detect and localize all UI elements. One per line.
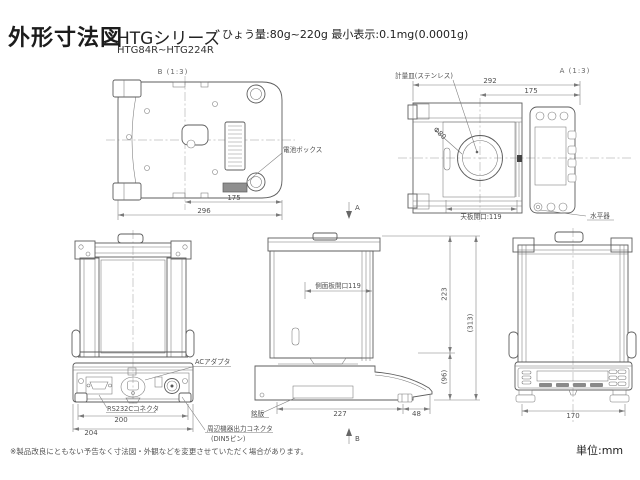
right-door-handle-front: [626, 331, 637, 359]
peripheral-connector-callout: 周辺機器出力コネクタ (DIN5ピン): [181, 396, 273, 443]
top-view-dimensions: 292 175 天板開口:119: [412, 77, 581, 221]
nameplate-callout: 銘版: [251, 397, 296, 418]
side-view-base: [254, 365, 433, 403]
side-view-shield: [267, 232, 381, 365]
bottom-view-dimensions: 175 296: [117, 194, 283, 220]
dim-96: (96): [441, 370, 449, 385]
top-view-drawing: 計量皿(ステンレス) Φ80 292 175 天板開口:119 水平器 A (1…: [395, 67, 633, 222]
section-b-label: B: [355, 435, 360, 443]
top-view-body: [407, 102, 577, 214]
dim-296-bottom: 296: [197, 207, 211, 215]
side-view-height-dimensions: 223 (96) (313): [382, 235, 480, 401]
level-label: 水平器: [590, 211, 610, 220]
level-bubble: [533, 202, 543, 212]
dim-200: 200: [114, 416, 127, 424]
front-view-drawing: 170: [508, 228, 637, 422]
disclaimer-note: ※製品改良にともない予告なく寸法図・外観などを変更させていただく場合があります。: [10, 447, 309, 456]
top-opening-label: 天板開口:119: [460, 212, 501, 221]
section-a-label: A: [355, 204, 360, 212]
dim-48: 48: [412, 410, 421, 418]
page-title: 外形寸法図: [8, 26, 124, 51]
left-door-handle-front: [508, 331, 519, 359]
peripheral-label-line2: (DIN5ピン): [211, 435, 245, 443]
rear-view-shield: [71, 233, 195, 358]
pan-label: 計量皿(ステンレス): [395, 71, 453, 80]
dim-227: 227: [333, 410, 346, 418]
top-view-label: A (1:3): [560, 67, 591, 75]
rear-view-base: [72, 362, 194, 404]
side-door-handle: [291, 327, 300, 346]
front-view-shield: [508, 231, 637, 363]
battery-box-label: 電池ボックス: [283, 145, 322, 154]
bottom-view-drawing: 175 296 電池ボックス A B (1:3): [106, 68, 360, 220]
display-window: [536, 370, 609, 382]
pan-diameter-callout: Φ80: [432, 126, 463, 155]
rs232c-connector: [85, 376, 113, 395]
level-callout: 水平器: [539, 209, 614, 221]
side-view-bottom-dimensions: 227 48: [276, 395, 431, 418]
serial-label-sticker: [224, 121, 246, 171]
rs232c-callout: RS232Cコネクタ: [98, 394, 159, 413]
rear-view-drawing: ACアダプタ RS232Cコネクタ 200 204 周辺機器出力コネクタ (DI…: [71, 230, 273, 443]
pan-callout: 計量皿(ステンレス): [395, 71, 479, 154]
capacity-spec: ひょう量:80g~220g 最小表示:0.1mg(0.0001g): [222, 28, 469, 41]
right-door-handle: [185, 329, 195, 358]
ac-adapter-label: ACアダプタ: [195, 357, 230, 366]
side-opening-dimension: 側面板開口119: [304, 281, 372, 299]
battery-box: [222, 182, 248, 193]
side-view-drawing: 側面板開口119 銘版 227 48 223 (96) (313): [251, 232, 480, 444]
front-foot: [397, 393, 413, 403]
dim-204: 204: [84, 429, 98, 437]
side-opening-label: 側面板開口119: [315, 281, 361, 290]
front-view-dimensions: 170: [521, 404, 626, 420]
rear-view-dimensions: 200 204: [72, 404, 194, 437]
battery-box-callout: 電池ボックス: [247, 145, 322, 182]
display-unit-top: [529, 106, 577, 214]
front-view-base: [514, 361, 633, 403]
unit-label: 単位:mm: [576, 444, 624, 457]
din-connector: [154, 376, 180, 394]
section-arrow-b: B: [346, 428, 360, 444]
dim-170: 170: [566, 412, 579, 420]
peripheral-label-line1: 周辺機器出力コネクタ: [207, 424, 273, 433]
nameplate: [292, 385, 354, 399]
model-range: HTG84R~HTG224R: [117, 45, 214, 56]
ac-inlet: [120, 367, 146, 398]
bottom-view-label: B (1:3): [158, 68, 189, 76]
dim-175-top: 175: [524, 87, 537, 95]
rs232c-label: RS232Cコネクタ: [107, 404, 159, 413]
top-view-centerlines: [398, 98, 633, 222]
section-arrow-a: A: [346, 202, 360, 219]
dim-313: (313): [467, 313, 475, 332]
dim-292: 292: [483, 77, 496, 85]
ac-adapter-callout: ACアダプタ: [144, 357, 231, 381]
bottom-view-body: [112, 79, 283, 201]
dim-223: 223: [441, 287, 449, 300]
series-name: HTGシリーズ: [117, 29, 221, 49]
left-door-handle: [71, 329, 81, 358]
dim-175-bottom: 175: [227, 194, 240, 202]
nameplate-label: 銘版: [251, 409, 265, 418]
